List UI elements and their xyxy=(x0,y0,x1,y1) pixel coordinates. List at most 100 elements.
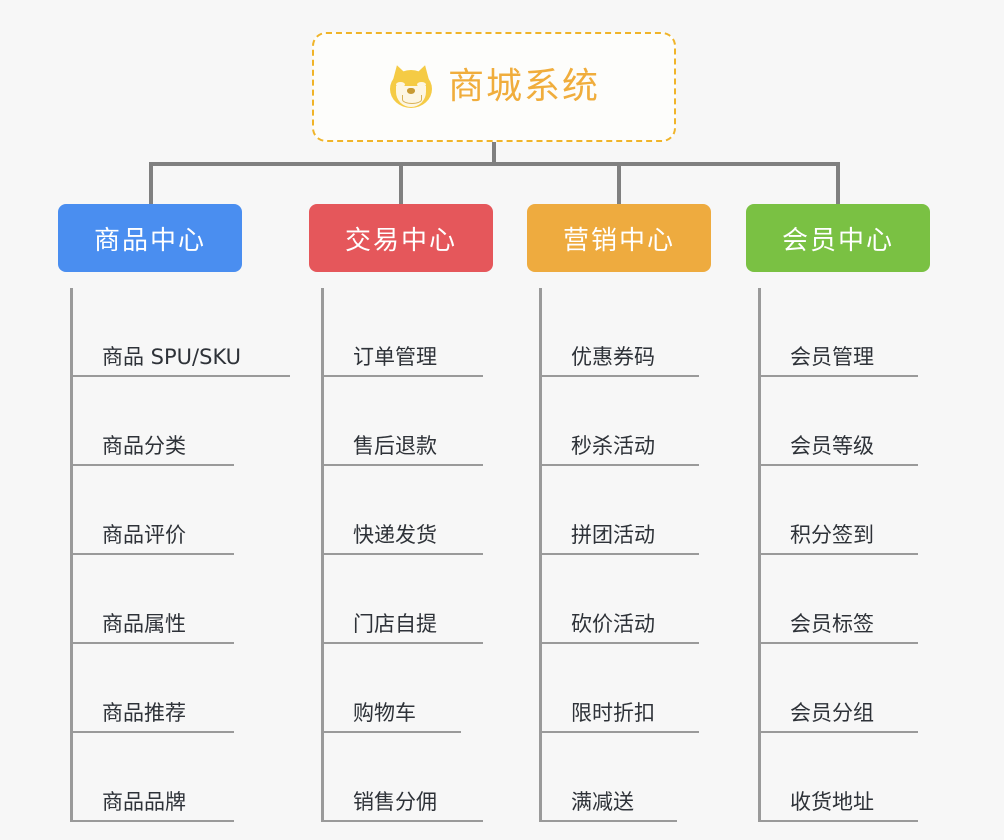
leaf-spine-3 xyxy=(758,288,761,822)
leaf-rule xyxy=(72,642,234,644)
category-header-0[interactable]: 商品中心 xyxy=(58,204,242,272)
leaf-list-0: 商品 SPU/SKU 商品分类 商品评价 商品属性 商品推荐 商品品牌 xyxy=(58,288,290,822)
leaf-label: 会员标签 xyxy=(790,612,874,636)
leaf-label: 满减送 xyxy=(571,790,634,814)
leaf-label: 门店自提 xyxy=(353,612,437,636)
leaf-rule xyxy=(760,464,918,466)
leaf-spine-0 xyxy=(70,288,73,822)
leaf-label: 商品属性 xyxy=(102,612,186,636)
leaf-item[interactable]: 商品分类 xyxy=(72,377,242,466)
connector-horizontal-bar xyxy=(149,162,840,166)
leaf-rule xyxy=(541,731,699,733)
leaf-label: 积分签到 xyxy=(790,523,874,547)
leaf-spine-1 xyxy=(321,288,324,822)
leaf-rule xyxy=(541,642,699,644)
leaf-item[interactable]: 商品品牌 xyxy=(72,733,242,822)
category-column-1: 交易中心 订单管理 售后退款 快递发货 门店自提 购物车 xyxy=(309,204,493,822)
leaf-label: 购物车 xyxy=(353,701,416,725)
leaf-rule xyxy=(72,731,234,733)
leaf-rule xyxy=(323,820,483,822)
leaf-label: 会员管理 xyxy=(790,345,874,369)
category-label-1: 交易中心 xyxy=(344,225,457,256)
shiba-dog-icon xyxy=(388,62,434,110)
leaf-spine-2 xyxy=(539,288,542,822)
leaf-label: 售后退款 xyxy=(353,434,437,458)
category-label-0: 商品中心 xyxy=(93,225,206,256)
leaf-item[interactable]: 会员管理 xyxy=(760,288,930,377)
leaf-item[interactable]: 积分签到 xyxy=(760,466,930,555)
leaf-rule xyxy=(323,464,483,466)
leaf-item[interactable]: 会员分组 xyxy=(760,644,930,733)
category-header-1[interactable]: 交易中心 xyxy=(309,204,493,272)
connector-drop-4 xyxy=(836,162,840,206)
leaf-item[interactable]: 会员标签 xyxy=(760,555,930,644)
leaf-label: 会员分组 xyxy=(790,701,874,725)
leaf-label: 商品分类 xyxy=(102,434,186,458)
leaf-item[interactable]: 砍价活动 xyxy=(541,555,711,644)
leaf-label: 限时折扣 xyxy=(571,701,655,725)
leaf-label: 商品 SPU/SKU xyxy=(102,345,242,369)
leaf-item[interactable]: 满减送 xyxy=(541,733,711,822)
leaf-rule xyxy=(760,642,918,644)
leaf-item[interactable]: 销售分佣 xyxy=(323,733,493,822)
leaf-rule xyxy=(72,553,234,555)
category-header-3[interactable]: 会员中心 xyxy=(746,204,930,272)
category-column-2: 营销中心 优惠券码 秒杀活动 拼团活动 砍价活动 限时折扣 xyxy=(527,204,711,822)
leaf-item[interactable]: 拼团活动 xyxy=(541,466,711,555)
leaf-rule xyxy=(72,820,234,822)
leaf-item[interactable]: 优惠券码 xyxy=(541,288,711,377)
leaf-list-3: 会员管理 会员等级 积分签到 会员标签 会员分组 收货地址 xyxy=(746,288,930,822)
leaf-rule xyxy=(541,464,699,466)
leaf-list-2: 优惠券码 秒杀活动 拼团活动 砍价活动 限时折扣 满减送 xyxy=(527,288,711,822)
leaf-label: 会员等级 xyxy=(790,434,874,458)
leaf-item[interactable]: 商品评价 xyxy=(72,466,242,555)
root-node-shop-system[interactable]: 商城系统 xyxy=(312,32,676,142)
leaf-rule xyxy=(541,553,699,555)
connector-root-stem xyxy=(492,142,496,164)
leaf-label: 快递发货 xyxy=(353,523,437,547)
leaf-rule xyxy=(323,553,483,555)
leaf-rule xyxy=(323,731,461,733)
leaf-label: 商品推荐 xyxy=(102,701,186,725)
leaf-item[interactable]: 会员等级 xyxy=(760,377,930,466)
leaf-rule xyxy=(541,375,699,377)
leaf-item[interactable]: 限时折扣 xyxy=(541,644,711,733)
leaf-label: 拼团活动 xyxy=(571,523,655,547)
category-label-2: 营销中心 xyxy=(562,225,675,256)
leaf-list-1: 订单管理 售后退款 快递发货 门店自提 购物车 销售分佣 xyxy=(309,288,493,822)
leaf-item[interactable]: 购物车 xyxy=(323,644,493,733)
leaf-label: 销售分佣 xyxy=(353,790,437,814)
connector-drop-3 xyxy=(617,162,621,206)
leaf-label: 商品品牌 xyxy=(102,790,186,814)
leaf-rule xyxy=(760,375,918,377)
leaf-item[interactable]: 商品属性 xyxy=(72,555,242,644)
leaf-rule xyxy=(72,375,290,377)
category-header-2[interactable]: 营销中心 xyxy=(527,204,711,272)
root-title: 商城系统 xyxy=(447,66,600,107)
leaf-item[interactable]: 快递发货 xyxy=(323,466,493,555)
leaf-rule xyxy=(760,731,918,733)
leaf-label: 订单管理 xyxy=(353,345,437,369)
leaf-label: 商品评价 xyxy=(102,523,186,547)
leaf-rule xyxy=(72,464,234,466)
connector-drop-1 xyxy=(149,162,153,206)
leaf-item[interactable]: 售后退款 xyxy=(323,377,493,466)
leaf-label: 优惠券码 xyxy=(571,345,655,369)
leaf-item[interactable]: 收货地址 xyxy=(760,733,930,822)
category-label-3: 会员中心 xyxy=(781,225,894,256)
leaf-rule xyxy=(760,820,918,822)
leaf-item[interactable]: 商品推荐 xyxy=(72,644,242,733)
leaf-rule xyxy=(323,375,483,377)
leaf-item[interactable]: 订单管理 xyxy=(323,288,493,377)
leaf-item[interactable]: 门店自提 xyxy=(323,555,493,644)
leaf-rule xyxy=(323,642,483,644)
leaf-label: 秒杀活动 xyxy=(571,434,655,458)
leaf-item[interactable]: 秒杀活动 xyxy=(541,377,711,466)
category-column-3: 会员中心 会员管理 会员等级 积分签到 会员标签 会员分组 xyxy=(746,204,930,822)
connector-drop-2 xyxy=(399,162,403,206)
leaf-label: 收货地址 xyxy=(790,790,874,814)
category-column-0: 商品中心 商品 SPU/SKU 商品分类 商品评价 商品属性 商品推荐 xyxy=(58,204,290,822)
leaf-item[interactable]: 商品 SPU/SKU xyxy=(72,288,290,377)
leaf-rule xyxy=(541,820,677,822)
